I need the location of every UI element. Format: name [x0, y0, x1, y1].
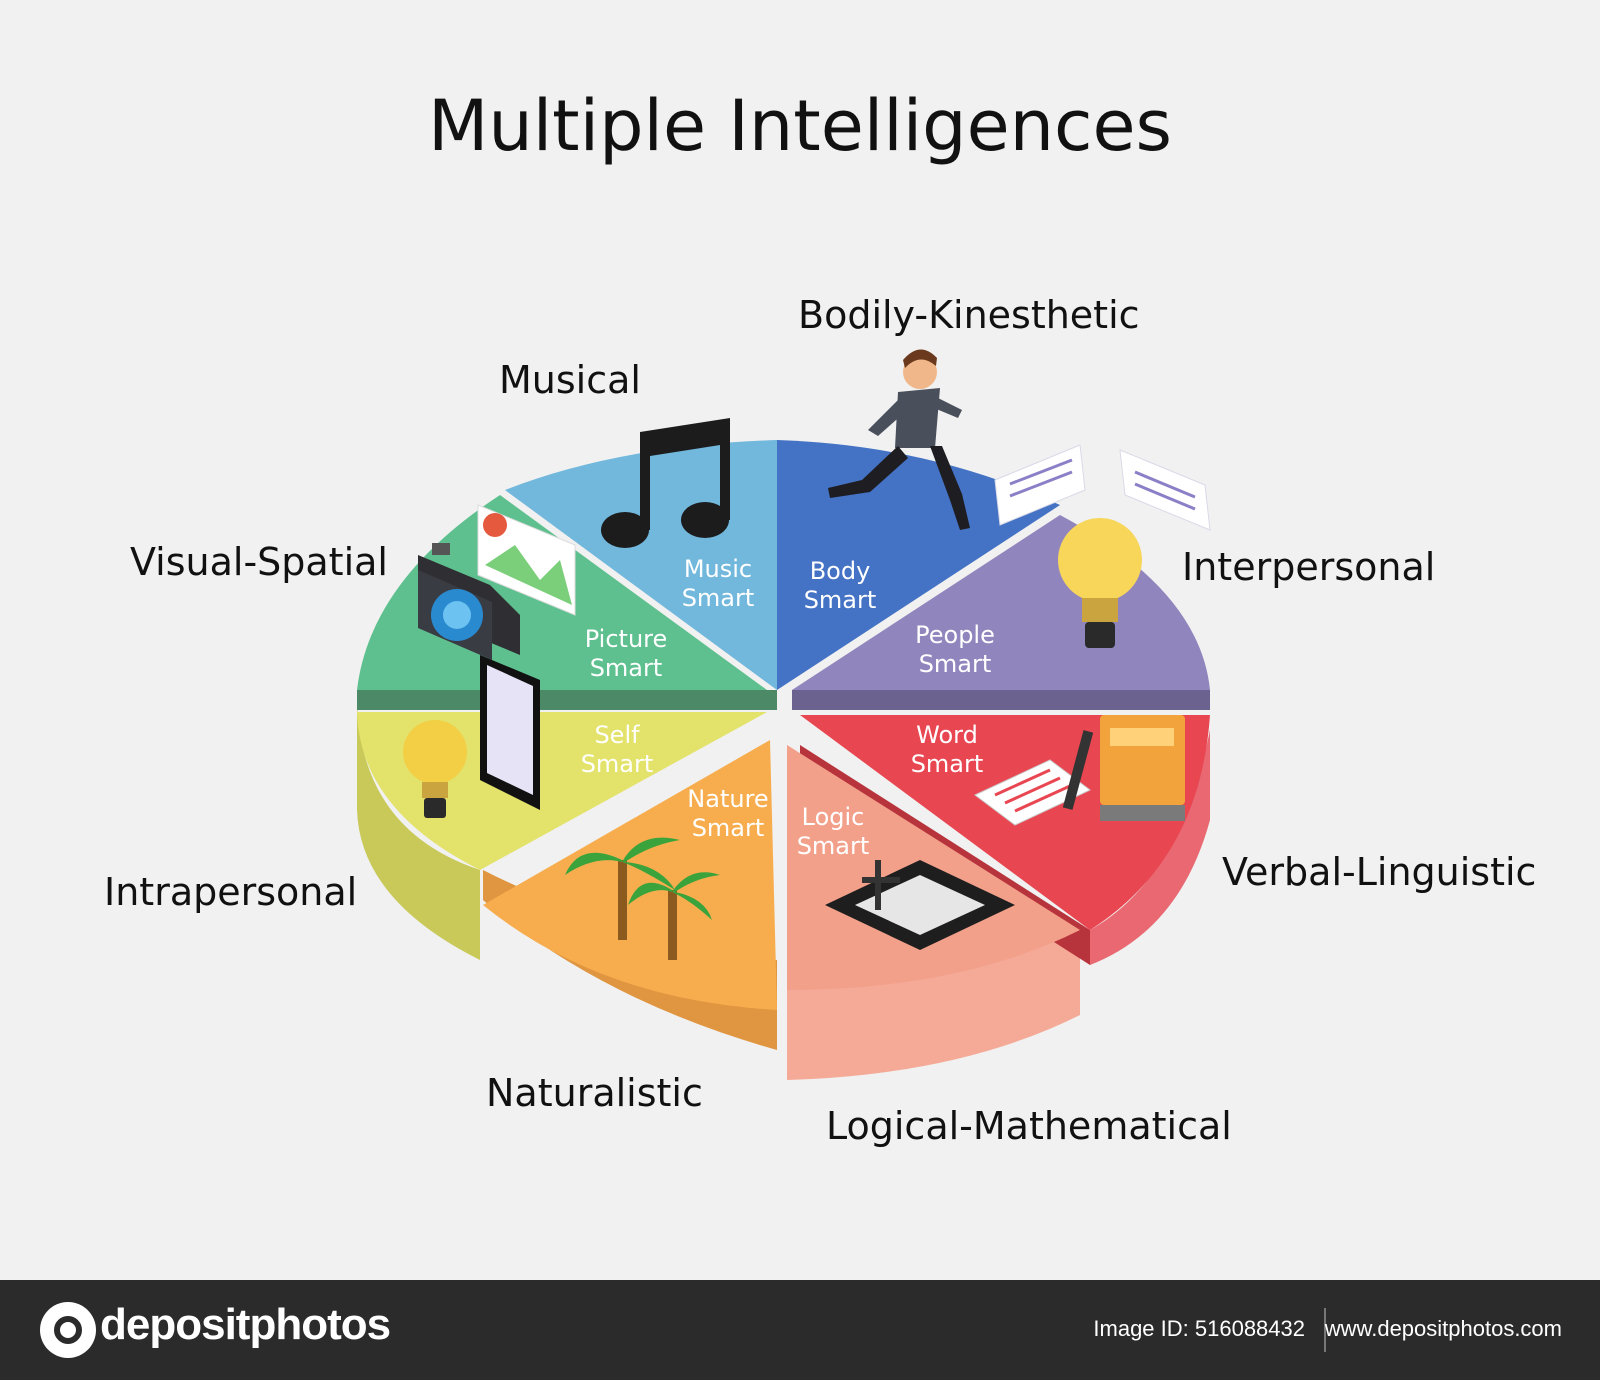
- tablet-icon: [480, 655, 540, 810]
- intrapersonal-wall: [357, 700, 480, 960]
- palm-tree-icon: [565, 837, 720, 960]
- image-id-text: Image ID: 516088432: [1093, 1316, 1305, 1341]
- label-logical-mathematical: Logical-Mathematical: [826, 1104, 1232, 1148]
- inner-label-line: Smart: [919, 650, 992, 678]
- lightbulb-icon: [1058, 518, 1142, 648]
- camera-logo-icon: [40, 1302, 96, 1358]
- page-title: Multiple Intelligences: [427, 85, 1173, 167]
- inner-label-line: Word: [916, 721, 978, 749]
- label-bodily-kinesthetic: Bodily-Kinesthetic: [798, 293, 1140, 337]
- interpersonal-rim: [792, 690, 1210, 710]
- camera-icon: [418, 504, 576, 660]
- inner-label-line: Smart: [590, 654, 663, 682]
- inner-label-line: Body: [810, 557, 871, 585]
- brand-logo[interactable]: depositphotos: [100, 1300, 391, 1349]
- book-icon: [974, 715, 1185, 826]
- inner-label-line: Smart: [804, 586, 877, 614]
- lightbulb-small-icon: [403, 720, 467, 818]
- segment-naturalistic: [483, 740, 777, 1010]
- inner-label-line: Music: [684, 555, 752, 583]
- label-interpersonal: Interpersonal: [1182, 545, 1436, 589]
- label-visual-spatial: Visual-Spatial: [130, 540, 388, 584]
- label-musical: Musical: [499, 358, 641, 402]
- footer-bar: depositphotos Image ID: 516088432 www.de…: [0, 1280, 1600, 1380]
- music-note-icon: [601, 418, 730, 548]
- calculator-icon: [825, 860, 1015, 950]
- inner-label-line: Smart: [797, 832, 870, 860]
- verbal-wall: [1090, 730, 1210, 965]
- inner-label-line: People: [915, 621, 995, 649]
- speech-bubbles-icon: [994, 444, 1211, 531]
- visual-rim: [357, 690, 777, 710]
- segment-bodily: [777, 440, 1060, 690]
- inner-label-line: Logic: [802, 803, 865, 831]
- inner-label-line: Smart: [682, 584, 755, 612]
- inner-label-line: Nature: [687, 785, 768, 813]
- inner-label-line: Smart: [692, 814, 765, 842]
- footer-divider: [1324, 1308, 1326, 1352]
- inner-label-line: Self: [594, 721, 640, 749]
- logical-wall: [787, 930, 1080, 1080]
- label-naturalistic: Naturalistic: [486, 1071, 703, 1115]
- site-link[interactable]: www.depositphotos.com: [1324, 1316, 1562, 1341]
- inner-label-line: Picture: [585, 625, 668, 653]
- inner-label-line: Smart: [581, 750, 654, 778]
- running-man-icon: [828, 349, 970, 530]
- diagram-stage: Multiple Intelligences: [104, 85, 1537, 1148]
- inner-label-line: Smart: [911, 750, 984, 778]
- label-verbal-linguistic: Verbal-Linguistic: [1222, 850, 1537, 894]
- label-intrapersonal: Intrapersonal: [104, 870, 358, 914]
